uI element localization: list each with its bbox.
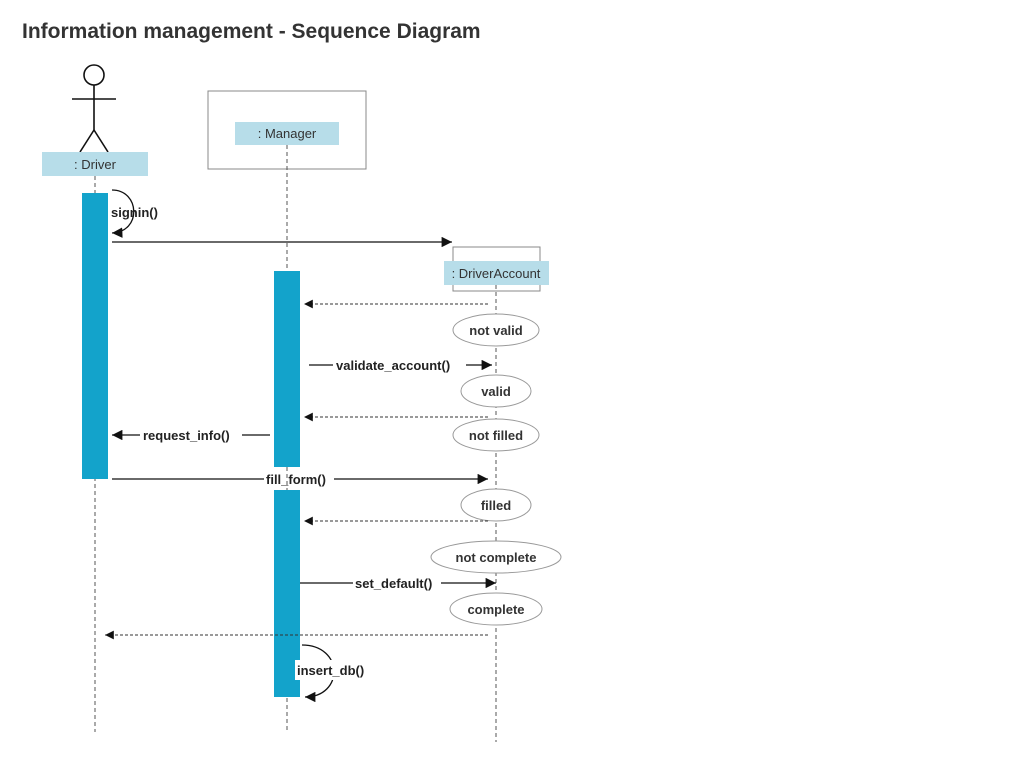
message-insert-db: insert_db() (295, 644, 375, 703)
participant-manager-label: : Manager (258, 126, 317, 141)
message-validate-account-label: validate_account() (336, 358, 450, 373)
message-request-info-label: request_info() (143, 428, 230, 443)
message-set-default-label: set_default() (355, 576, 432, 591)
activation-manager-1 (274, 271, 300, 467)
message-insert-db-label-bg (295, 660, 375, 680)
message-signin-label: signin() (111, 205, 158, 220)
guard-valid: valid (460, 374, 532, 408)
message-request-info: request_info() (112, 428, 270, 443)
participant-driveraccount-label-box (444, 261, 549, 285)
participant-manager[interactable]: : Manager (207, 90, 367, 170)
message-validate-account: validate_account() (309, 358, 492, 373)
actor-icon (72, 64, 116, 153)
participant-manager-label-box (235, 122, 339, 145)
guard-complete: complete (449, 592, 543, 626)
message-insert-db-label: insert_db() (297, 663, 364, 678)
guard-not-filled: not filled (452, 418, 540, 452)
activation-driver (82, 193, 108, 479)
message-set-default: set_default() (300, 576, 496, 591)
message-fill-form-label: fill_form() (266, 472, 326, 487)
participant-driver-label: : Driver (74, 157, 117, 172)
svg-text:filled: filled (481, 498, 511, 513)
svg-text:not filled: not filled (469, 428, 523, 443)
participant-driveraccount[interactable]: : DriverAccount (444, 246, 549, 292)
svg-text:not valid: not valid (469, 323, 523, 338)
guard-not-valid: not valid (452, 313, 540, 347)
svg-text:valid: valid (481, 384, 511, 399)
participant-driveraccount-label: : DriverAccount (452, 266, 541, 281)
participant-driver[interactable]: : Driver (42, 64, 148, 176)
svg-text:not complete: not complete (456, 550, 537, 565)
guard-filled: filled (460, 488, 532, 522)
svg-text:complete: complete (467, 602, 524, 617)
participant-driver-label-box (42, 152, 148, 176)
message-signin: signin() (111, 189, 158, 238)
guard-not-complete: not complete (430, 540, 562, 574)
diagram-title: Information management - Sequence Diagra… (22, 20, 481, 43)
message-fill-form: fill_form() (112, 472, 488, 487)
